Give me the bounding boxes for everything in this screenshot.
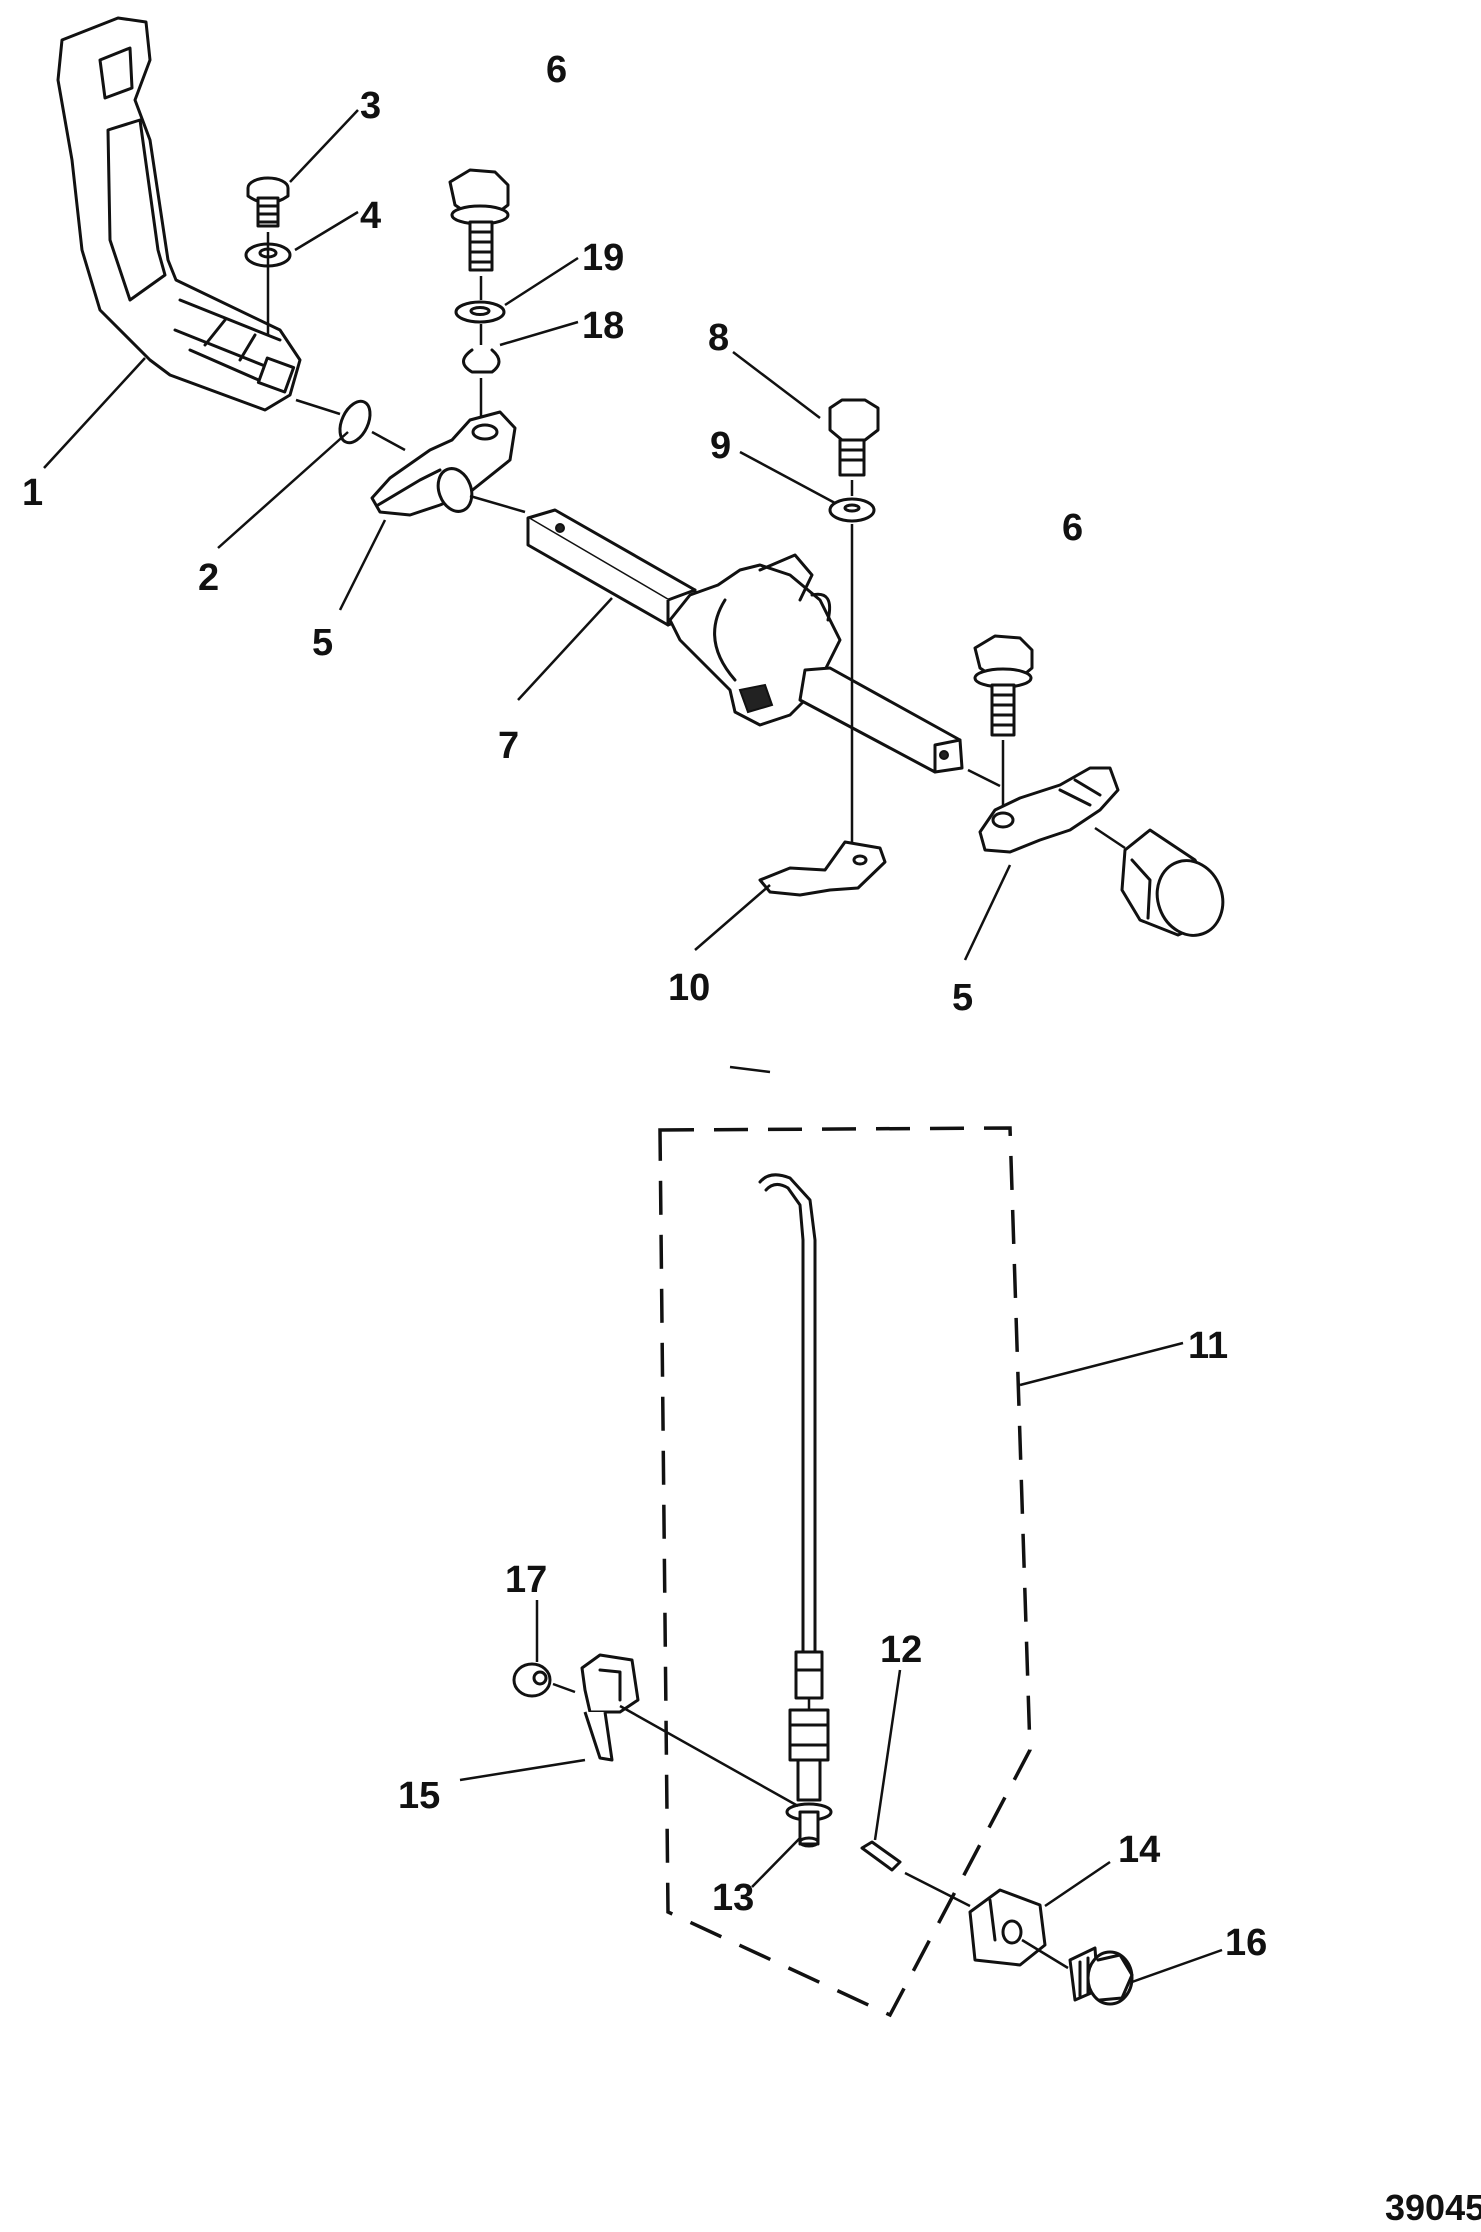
callout-19: 19 <box>582 237 624 279</box>
callout-labels: 1 2 3 4 5 6 7 8 9 10 11 12 13 14 15 16 1… <box>22 49 1267 1964</box>
shift-lever-part-left <box>370 410 517 517</box>
shift-rod-part <box>758 1173 833 1848</box>
callout-5-right: 5 <box>952 977 973 1019</box>
bracket-part <box>758 840 887 897</box>
screw-part-8 <box>828 398 880 477</box>
bolt-part-upper <box>448 168 510 272</box>
callout-16: 16 <box>1225 1922 1267 1964</box>
callout-8: 8 <box>708 317 729 359</box>
bolt-part-16 <box>1068 1946 1134 2006</box>
callout-6-upper: 6 <box>546 49 567 91</box>
callout-11: 11 <box>1188 1325 1228 1367</box>
callout-5-left: 5 <box>312 622 333 664</box>
callout-1: 1 <box>22 472 43 514</box>
assembly-boundary <box>658 1126 1032 2018</box>
callout-4: 4 <box>360 195 381 237</box>
washer-part-19 <box>454 300 506 324</box>
callout-2: 2 <box>198 557 219 599</box>
callout-14: 14 <box>1118 1829 1160 1871</box>
shift-shaft-part <box>526 508 964 774</box>
e-ring-part <box>462 348 501 374</box>
pin-part <box>860 1840 902 1872</box>
screw-part <box>246 176 290 228</box>
callout-18: 18 <box>582 305 624 347</box>
callout-9: 9 <box>710 425 731 467</box>
shift-handle-part <box>56 16 302 412</box>
callout-13: 13 <box>712 1877 754 1919</box>
callout-12: 12 <box>880 1629 922 1671</box>
callout-7: 7 <box>498 725 519 767</box>
callout-10: 10 <box>668 967 710 1009</box>
leader-lines <box>43 109 1223 1984</box>
shift-lever-part-right <box>978 766 1120 854</box>
washer-part-9 <box>828 497 876 523</box>
bolt-part-right <box>973 634 1034 737</box>
clip-part-14 <box>968 1888 1047 1967</box>
callout-3: 3 <box>360 85 381 127</box>
callout-17: 17 <box>505 1559 547 1601</box>
figure-number: 39045 <box>1385 2187 1481 2228</box>
o-ring-part <box>338 399 372 445</box>
callout-15: 15 <box>398 1775 440 1817</box>
knob-cap-part <box>1120 828 1225 937</box>
callout-6-right: 6 <box>1062 507 1083 549</box>
nut-part <box>512 1662 552 1698</box>
clip-part-15 <box>580 1653 640 1762</box>
